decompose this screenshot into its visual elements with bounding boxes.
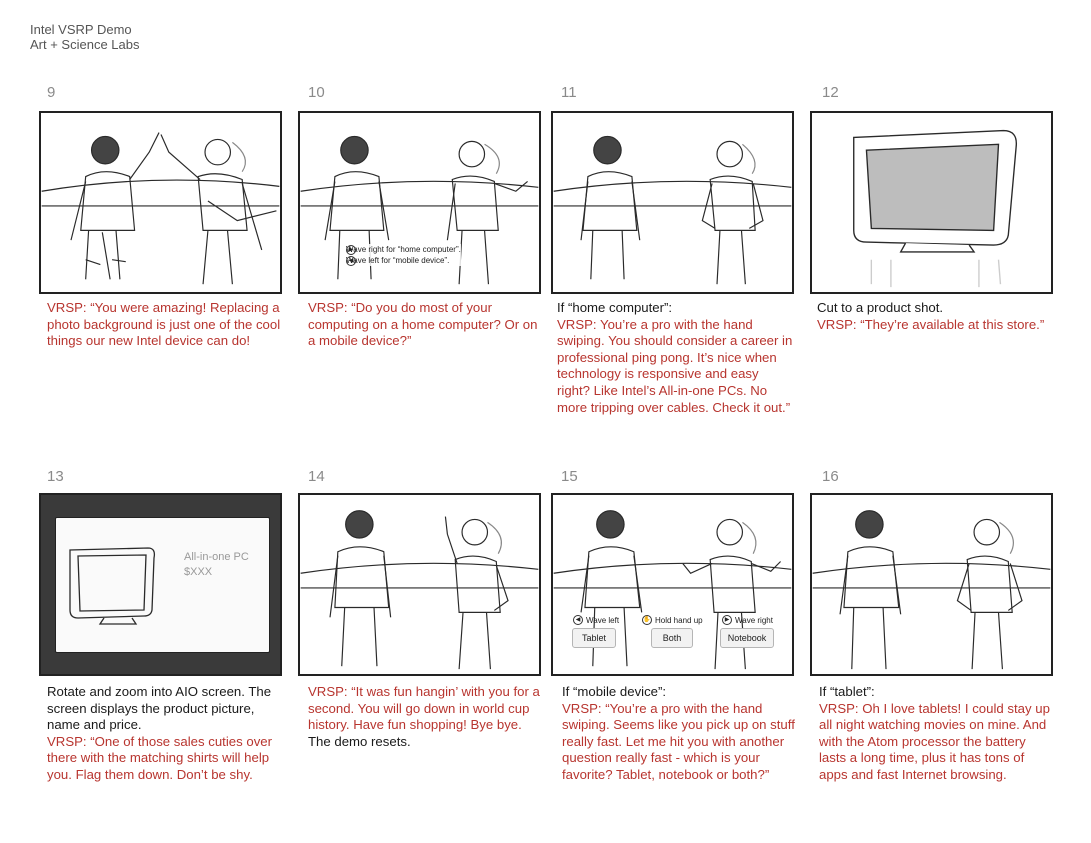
panel-caption: VRSP: “It was fun hangin’ with you for a… (308, 684, 544, 750)
arrow-left-icon: ◀ (346, 255, 356, 266)
storyboard-frame (298, 493, 541, 676)
caption-line: Cut to a product shot. (817, 300, 944, 315)
option-hint: ◀ Wave left (573, 615, 619, 625)
sketch-two-people-standing (812, 510, 1051, 670)
document-header: Intel VSRP Demo Art + Science Labs (30, 22, 139, 52)
caption-line: Rotate and zoom into AIO screen. The scr… (47, 684, 272, 733)
prompt-home-computer: Wave right for “home computer”. (346, 245, 461, 254)
arrow-left-icon: ◀ (573, 615, 583, 625)
panel-caption: Rotate and zoom into AIO screen. The scr… (47, 684, 283, 784)
caption-line: If “mobile device”: (562, 684, 667, 699)
panel-caption: If “tablet”: VRSP: Oh I love tablets! I … (819, 684, 1055, 784)
option-hint-text: Wave right (735, 615, 773, 625)
panel-caption: VRSP: “Do you do most of your computing … (308, 300, 544, 350)
option-hint: ✋ Hold hand up (642, 615, 703, 625)
storyboard-frame (810, 111, 1053, 294)
sketch-two-people-standing (553, 135, 792, 285)
panel-number: 15 (561, 468, 578, 485)
header-subtitle: Art + Science Labs (30, 37, 140, 52)
caption-line: VRSP: “You were amazing! Replacing a pho… (47, 300, 281, 349)
panel-caption: If “home computer”: VRSP: You’re a pro w… (557, 300, 793, 416)
caption-line: VRSP: “Do you do most of your computing … (308, 300, 538, 349)
option-hint-text: Wave left (586, 615, 620, 625)
caption-line: VRSP: “You’re a pro with the hand swipin… (562, 700, 795, 782)
sketch-two-people-standing (300, 135, 539, 285)
gesture-prompt-overlay: Wave right for “home computer”. ▶ ◀ Wave… (346, 244, 461, 266)
caption-line: VRSP: Oh I love tablets! I could stay up… (819, 700, 1050, 782)
arrow-right-icon: ▶ (722, 615, 732, 625)
panel-number: 14 (308, 468, 325, 485)
header-title: Intel VSRP Demo (30, 22, 132, 37)
storyboard-frame (551, 493, 794, 676)
panel-number: 10 (308, 84, 325, 101)
sketch-all-in-one-pc-product-shot (853, 129, 1018, 288)
panel-caption: If “mobile device”: VRSP: “You’re a pro … (562, 684, 798, 784)
option-hint-text: Hold hand up (655, 615, 703, 625)
arrow-right-icon: ▶ (346, 244, 356, 255)
caption-line: VRSP: “One of those sales cuties over th… (47, 733, 273, 782)
product-price: $XXX (184, 566, 213, 578)
computer-monitor-icon (69, 547, 156, 625)
caption-line: If “tablet”: (819, 684, 875, 699)
option-tablet-button[interactable]: Tablet (572, 628, 616, 648)
option-hint: ▶ Wave right (722, 615, 773, 625)
panel-caption: Cut to a product shot. VRSP: “They’re av… (817, 300, 1053, 333)
prompt-mobile-device: Wave left for “mobile device”. (346, 256, 450, 265)
storyboard-frame: All-in-one PC $XXX (39, 493, 282, 676)
option-both-button[interactable]: Both (651, 628, 693, 648)
caption-line: If “home computer”: (557, 300, 673, 315)
caption-line: VRSP: You’re a pro with the hand swiping… (557, 316, 793, 415)
storyboard-frame (298, 111, 541, 294)
hand-icon: ✋ (642, 615, 652, 625)
sketch-two-people-high-five (41, 132, 280, 285)
panel-caption: VRSP: “You were amazing! Replacing a pho… (47, 300, 283, 350)
storyboard-frame (551, 111, 794, 294)
panel-number: 13 (47, 468, 64, 485)
caption-line: VRSP: “They’re available at this store.” (817, 316, 1045, 332)
aio-screen: All-in-one PC $XXX (55, 517, 270, 653)
panel-number: 16 (822, 468, 839, 485)
panel-number: 9 (47, 84, 56, 101)
storyboard-frame (39, 111, 282, 294)
sketch-two-people-shrugging (553, 510, 792, 670)
option-notebook-button[interactable]: Notebook (720, 628, 774, 648)
product-name: All-in-one PC (184, 551, 249, 563)
panel-number: 12 (822, 84, 839, 101)
panel-number: 11 (561, 84, 577, 101)
sketch-two-people-waving (300, 510, 539, 670)
storyboard-frame (810, 493, 1053, 676)
caption-line: VRSP: “It was fun hangin’ with you for a… (308, 684, 540, 733)
caption-line: The demo resets. (308, 733, 411, 749)
